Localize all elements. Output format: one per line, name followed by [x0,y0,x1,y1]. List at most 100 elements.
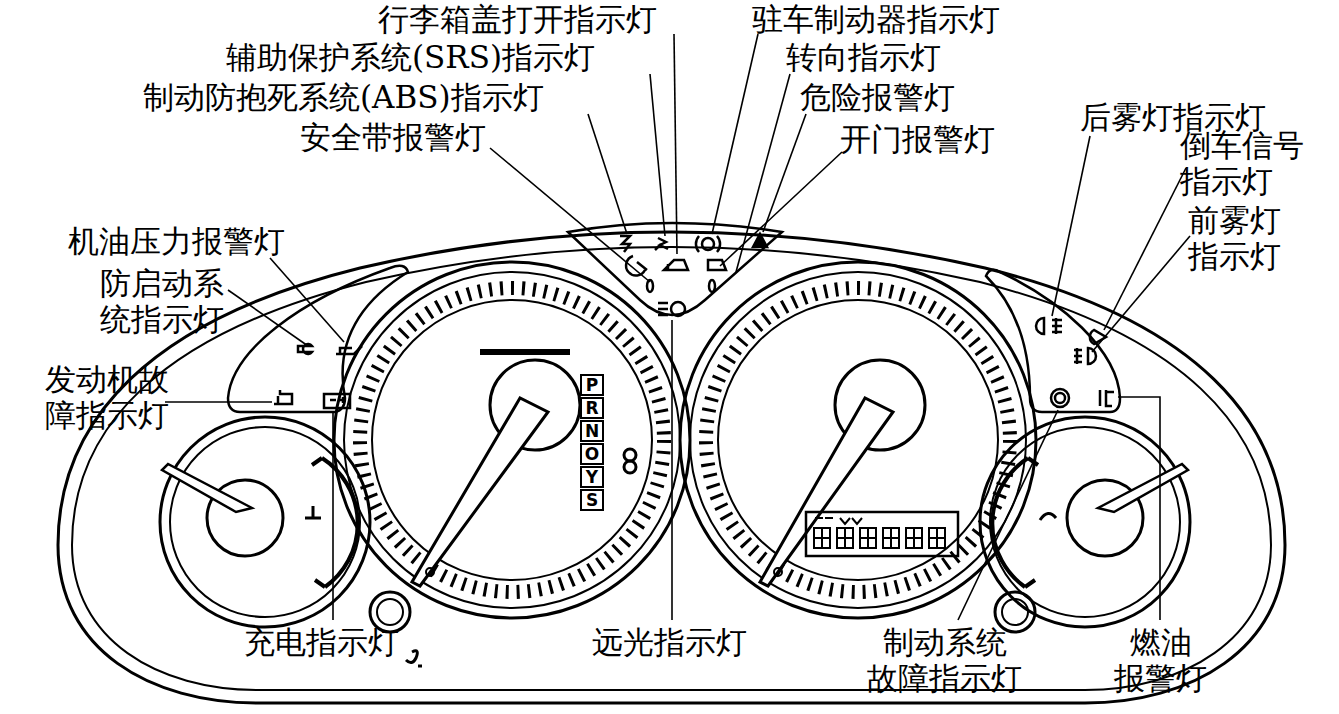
speedometer-dial-part [624,449,636,461]
leader-lines-part [1092,236,1190,352]
odometer-digits-part [814,528,830,548]
callout-label: 燃油 报警灯 [1112,625,1210,696]
warning-icons-part [709,280,715,292]
gear-letter: S [586,492,598,509]
cluster-housing-part [72,247,1271,690]
callout-label: 行李箱盖打开指示灯 [378,2,657,38]
warning-icons-part [626,256,647,276]
callout-label: 充电指示灯 [244,625,399,661]
warning-icons-part [708,260,726,270]
callout-label: 转向指示灯 [786,40,941,76]
temperature-gauge-part [312,458,358,587]
gear-letter: Y [586,469,598,486]
temperature-gauge-part [170,427,360,617]
callout-label: 安全带报警灯 [300,120,486,156]
leader-lines-part [228,290,308,346]
left-indicator-icons-part [298,344,312,354]
callout-label: 机油压力报警灯 [68,224,285,260]
fuel-gauge-part [1040,513,1056,520]
leader-lines-part [1052,136,1090,316]
tachometer-dial-part [690,272,1026,608]
callout-label: 防启动系 统指示灯 [100,266,229,337]
speedometer-dial [334,262,690,618]
fuel-gauge-part [992,458,1038,587]
right-indicator-icons-part [1051,389,1069,407]
warning-icons-part [620,236,630,252]
odometer-digits-part [837,528,853,548]
left-indicator-icons-part [330,397,346,403]
gear-letter: P [586,377,598,394]
fuel-gauge-part [1098,464,1188,512]
callout-label: 驻车制动器指示灯 [752,2,1000,38]
warning-icons-part [658,303,668,315]
leader-lines [165,34,1190,620]
callout-label: 辅助保护系统(SRS)指示灯 [226,40,595,76]
leader-lines-part [332,412,334,620]
leader-lines-part [588,114,627,234]
leader-lines-part [270,258,344,342]
fuel-gauge-part [980,417,1190,627]
gear-box: S [580,489,604,511]
tachometer-dial-part [680,262,1036,618]
warning-icons-part [696,236,720,252]
callout-label: 倒车信号 指示灯 [1180,128,1313,199]
temperature-gauge-part [377,599,403,625]
temperature-gauge-part [160,417,370,627]
speedometer-dial-part [412,398,548,586]
left-indicator-icons [274,344,362,408]
tachometer-dial-part [760,398,893,586]
odometer-digits-part [883,528,899,548]
temperature-gauge-part [162,464,252,512]
left-indicator-icons-part [336,346,362,354]
leader-lines-part [763,114,806,232]
warning-icons-part [671,302,685,316]
right-indicator-icons-part [1036,318,1062,334]
tachometer-dial-part [774,568,782,576]
gear-box: N [580,420,604,442]
right-indicator-icons-part [1090,330,1106,344]
leader-lines-part [1104,168,1186,330]
cluster-housing [58,232,1285,703]
leader-lines-part [671,320,673,620]
temperature-gauge [160,417,422,666]
callout-label: 前雾灯 指示灯 [1186,203,1284,274]
speedometer-dial-part [360,288,664,592]
callout-label: 制动防抱死系统(ABS)指示灯 [143,80,544,116]
fuel-gauge-part [1002,599,1028,625]
right-indicator-icons-part [1100,390,1114,406]
warning-icons-part [664,260,688,270]
indicator-panels-part [568,223,782,315]
left-indicator-icons-part [274,390,292,404]
odometer-digits [814,528,945,548]
right-indicator-icons-part [1055,393,1065,403]
odometer-digits-part [860,528,876,548]
callout-label: 远光指示灯 [592,625,747,661]
odometer-digits-part [929,528,945,548]
leader-lines-part [1118,397,1160,620]
tachometer-dial-part [815,518,862,524]
gear-box: R [580,397,604,419]
leader-lines-part [674,34,677,254]
gear-box: O [580,443,604,465]
speedometer-dial-part [624,461,636,473]
callout-label: 开门报警灯 [840,122,995,158]
cluster-housing-part [58,232,1285,703]
callout-label: 危险报警灯 [800,80,955,116]
fuel-gauge-part [990,427,1180,617]
speedometer-dial-part [426,568,434,576]
left-indicator-icons-part [324,394,350,408]
leader-lines-part [490,148,650,282]
speedometer-dial-part [344,272,680,608]
temperature-gauge-part [406,651,422,666]
leader-lines-part [958,410,1058,620]
gear-letter: O [585,446,599,463]
tachometer-dial-part [806,512,958,556]
callout-label: 制动系统 故障指示灯 [865,625,1025,696]
callout-label: 发动机故 障指示灯 [45,362,174,433]
leader-lines-part [650,74,665,236]
tachometer-dial [680,262,1036,618]
speedometer-dial-part [334,262,690,618]
leader-lines-part [720,152,842,266]
leader-lines-part [736,74,790,272]
speedometer-dial-part [480,349,570,355]
